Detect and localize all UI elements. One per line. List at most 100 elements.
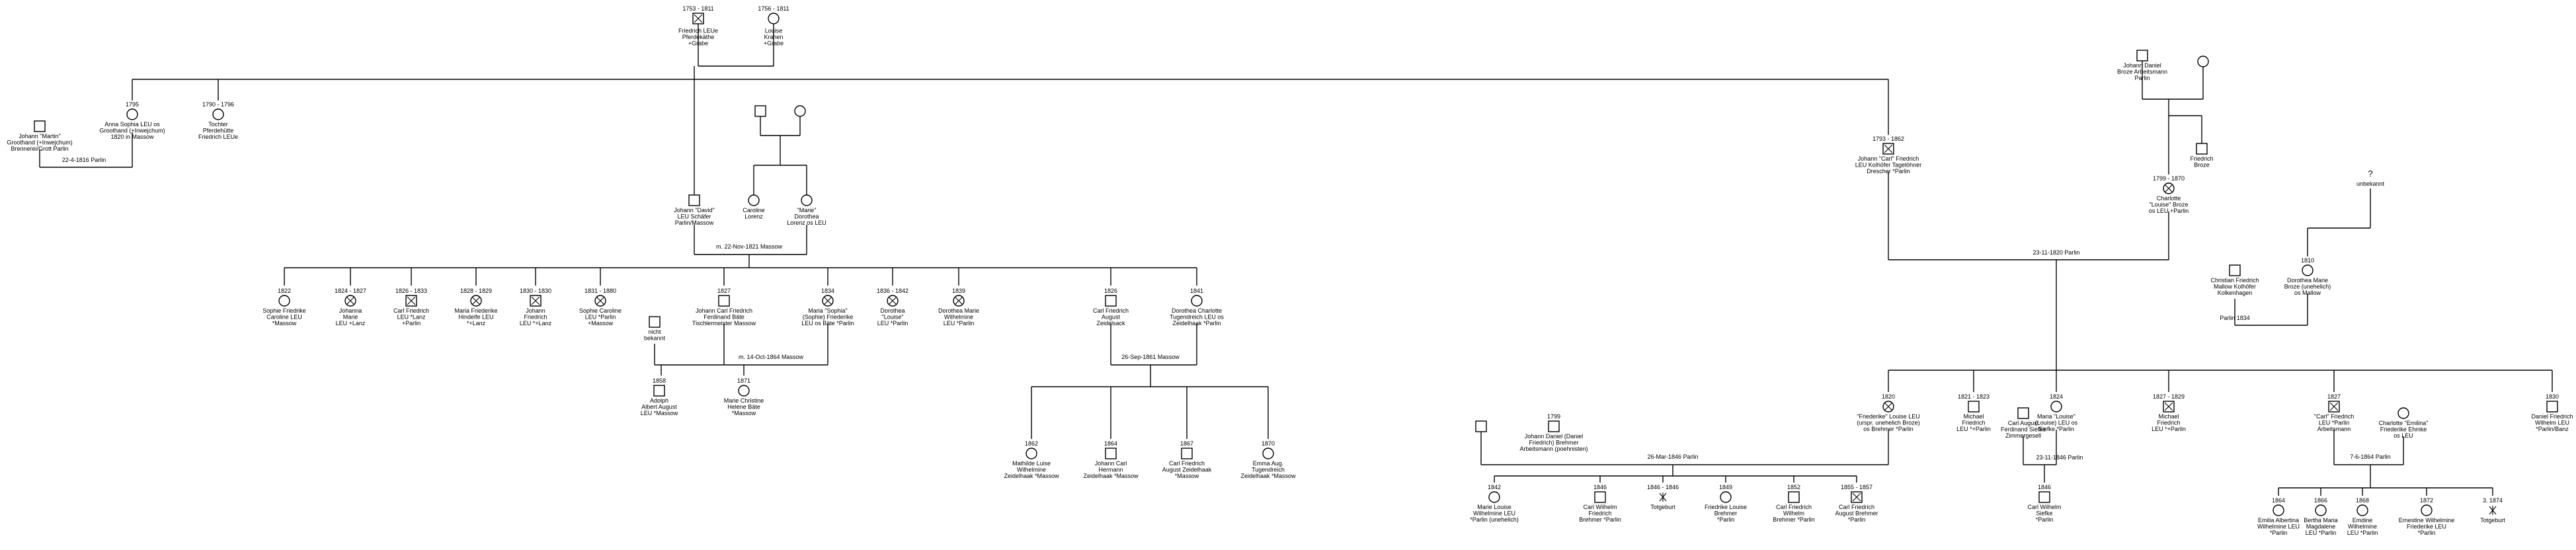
person-label: Tochter xyxy=(208,121,228,128)
female-circle-icon xyxy=(768,13,780,24)
person-label: Friedrich xyxy=(1962,420,1985,426)
person-label: Carl Friedrich xyxy=(1839,504,1874,510)
person-label: Siefke xyxy=(2036,510,2052,517)
male-square-icon xyxy=(1181,448,1193,459)
deceased-cross-icon xyxy=(471,296,481,305)
person-dates: 1846 xyxy=(1593,484,1607,491)
male-square-icon xyxy=(2229,264,2241,276)
person-label: Wilhelmine LEU xyxy=(2257,524,2300,530)
person-dates: 1846 xyxy=(2038,484,2051,491)
female-circle-icon xyxy=(1488,491,1500,503)
person-label: Emma Aug. xyxy=(1253,460,1284,467)
deceased-cross-icon xyxy=(823,296,832,305)
person-label: Mathilde Luise xyxy=(1012,460,1051,467)
marriage-label: 22-4-1816 Parlin xyxy=(62,157,106,163)
person-label: Zimmergesell xyxy=(2005,432,2041,439)
person-dates: 1834 xyxy=(821,288,834,294)
person-label: LEU *+Lanz xyxy=(520,320,552,327)
male-square-icon xyxy=(1594,491,1606,503)
person-label: Ferdinand Siefke xyxy=(2001,426,2046,433)
person-label: LEU *Massow xyxy=(641,410,678,416)
person-label: LEU *Parlin xyxy=(2319,420,2350,426)
person-label: Broze (unehelich) xyxy=(2284,284,2331,290)
deceased-cross-icon xyxy=(888,296,897,305)
person-dates: 1872 xyxy=(2420,497,2433,504)
person-label: (urspr. unehelich Broze) xyxy=(1857,420,1920,426)
deceased-cross-icon xyxy=(531,296,540,305)
person-label: Brehmer xyxy=(1714,510,1738,517)
male-square-icon xyxy=(688,194,700,206)
person-dates: 1799 xyxy=(1547,413,1560,420)
person-label: Friederike Ehmke xyxy=(2380,426,2427,433)
marriage-label: 26-Sep-1861 Massow xyxy=(1121,354,1180,360)
person-label: Wilhelmine xyxy=(944,314,973,321)
deceased-cross-icon xyxy=(1884,144,1893,153)
person-label: Tugendreich xyxy=(1252,467,1285,473)
deceased-cross-icon xyxy=(2164,184,2173,193)
person-dates: 1824 - 1827 xyxy=(335,288,366,294)
person-label: Carl Wilhelm xyxy=(2027,504,2061,510)
person-label: Pferdekäthe xyxy=(682,34,715,40)
person-label: Drescher *Parlin xyxy=(1867,168,1910,175)
person-dates: 1855 - 1857 xyxy=(1841,484,1872,491)
person-dates: 1799 - 1870 xyxy=(2153,175,2185,182)
person-label: LEU os Bäte *Parlin xyxy=(801,320,854,327)
person-label: Totgeburt xyxy=(1650,504,1675,510)
person-dates: 1839 xyxy=(952,288,965,294)
person-label: Friedrike Louise xyxy=(1705,504,1747,510)
person-label: Caroline LEU xyxy=(266,314,302,321)
person-label: Michael xyxy=(1963,413,1984,420)
person-label: Mallow Kolhöfer xyxy=(2214,284,2256,290)
female-circle-icon xyxy=(2050,401,2062,412)
person-dates: 1793 - 1862 xyxy=(1872,136,1904,142)
person-label: Friedrich LEUe xyxy=(198,134,238,140)
person-label: Johann Carl xyxy=(1095,460,1127,467)
person-label: os Brehmer *Parlin xyxy=(1863,426,1913,432)
person-label: Dorothea xyxy=(794,214,819,220)
female-circle-icon xyxy=(1191,295,1203,307)
unknown-question-icon: ? xyxy=(2368,169,2372,178)
stillbirth-star-icon xyxy=(2489,506,2497,515)
person-label: Pferdehütte xyxy=(203,128,234,134)
person-label: Friedrich) Brehmer xyxy=(1529,440,1578,446)
person-dates: 1849 xyxy=(1719,484,1732,491)
person-label: *Massow xyxy=(732,410,756,416)
person-label: Carl August xyxy=(2008,420,2039,426)
person-label: Hindelfe LEU xyxy=(458,314,493,321)
person-label: Carl Wilhelm xyxy=(1583,504,1617,510)
deceased-cross-icon xyxy=(954,296,963,305)
person-label: +Grabe xyxy=(764,40,784,47)
female-circle-icon xyxy=(794,105,806,117)
person-label: Michael xyxy=(2158,413,2179,420)
person-dates: 1790 - 1796 xyxy=(202,101,234,108)
person-label: Johann "Martin" xyxy=(19,133,60,139)
male-square-icon xyxy=(1105,448,1117,459)
deceased-cross-icon xyxy=(1852,492,1861,502)
person-label: LEU *Parlin xyxy=(2347,530,2378,536)
person-label: Ernestine Wilhelmine xyxy=(2399,517,2455,524)
person-label: LEU *+Parlin xyxy=(1956,426,1991,432)
person-label: *Parlin/Banz xyxy=(2536,426,2569,432)
person-label: Marie Louise xyxy=(1477,504,1511,510)
person-label: Sophie Caroline xyxy=(579,307,622,314)
male-square-icon xyxy=(718,295,730,307)
person-label: Emdine xyxy=(2353,517,2373,524)
person-label: Brehmer *Parlin xyxy=(1579,516,1621,523)
person-label: LEU *Parlin xyxy=(877,320,908,327)
person-label: Johann Daniel xyxy=(2123,62,2161,69)
person-label: nicht xyxy=(648,329,661,335)
deceased-cross-icon xyxy=(596,296,605,305)
person-label: os Mallow xyxy=(2294,290,2321,296)
person-label: Sophie Friedrike xyxy=(262,307,306,314)
person-label: *Parlin xyxy=(1717,516,1735,523)
person-label: Marie Christine xyxy=(724,397,764,404)
person-dates: 1864 xyxy=(1104,440,1117,447)
person-label: Adolph xyxy=(650,397,668,404)
marriage-label: m. 14-Oct-1864 Massow xyxy=(739,354,804,360)
person-label: LEU *Parlin xyxy=(585,314,616,321)
female-circle-icon xyxy=(1262,448,1274,459)
marriage-label: 23-11-1820 Parlin xyxy=(2033,249,2080,256)
person-dates: 1862 xyxy=(1025,440,1038,447)
person-label: Arbeitsmann xyxy=(2317,426,2351,432)
